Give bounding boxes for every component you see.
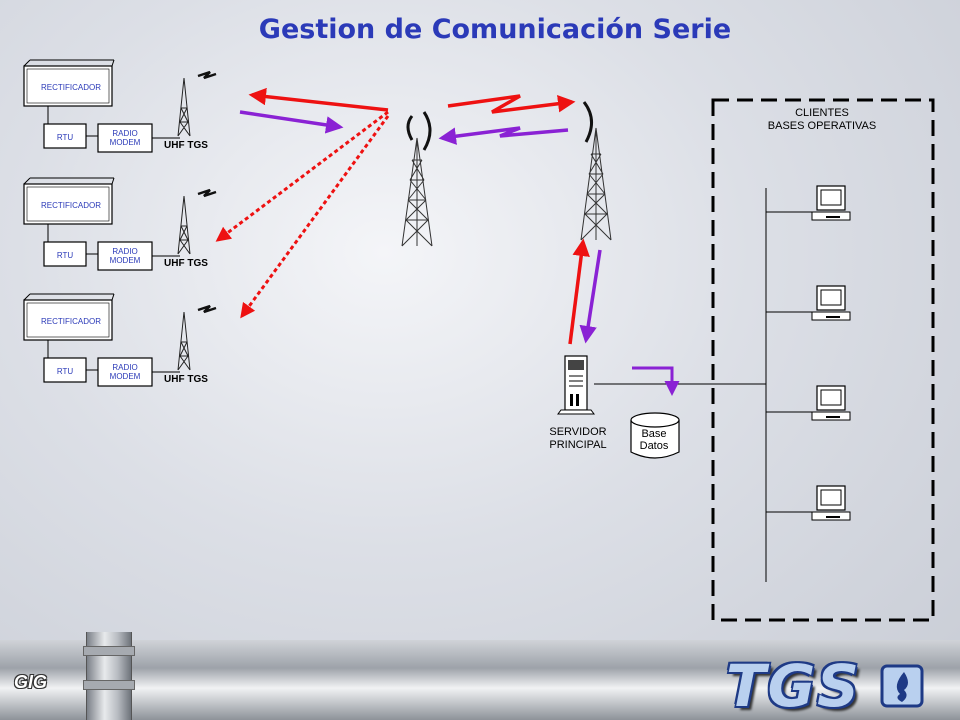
server-label-line2: PRINCIPAL: [549, 439, 606, 451]
server-icon: [557, 355, 595, 415]
database-label-line2: Datos: [640, 440, 669, 452]
rtu-box: [43, 123, 87, 149]
server-label-line1: SERVIDOR: [549, 426, 606, 438]
radio-modem-label-line1: RADIO: [112, 129, 137, 138]
relay-tower-right: [580, 101, 612, 241]
signal-lightning-icon: [197, 188, 217, 198]
right-dish-icon: [422, 111, 432, 151]
tgs-logo: TGS: [726, 652, 861, 720]
client-workstation-4: [766, 485, 851, 521]
client-workstation-2: [766, 285, 851, 321]
radio-modem-label-line2: MODEM: [110, 138, 141, 147]
rectificador-box: [23, 299, 113, 341]
antenna-label: UHF TGS: [164, 140, 208, 151]
radio-modem-box: [97, 123, 153, 153]
antenna-label: UHF TGS: [164, 374, 208, 385]
rectificador-box: [23, 183, 113, 225]
purple-lightning-link: [438, 126, 569, 145]
antenna-icon: [177, 195, 191, 255]
radio-modem-label-line1: RADIO: [112, 363, 137, 372]
relay-tower-left: [401, 111, 433, 247]
radio-modem-label-line1: RADIO: [112, 247, 137, 256]
purple-link-from-site-1: [239, 110, 344, 134]
clients-label-line2: BASES OPERATIVAS: [768, 120, 876, 132]
rectificador-box: [23, 65, 113, 107]
pipe-graphic: [83, 632, 135, 720]
red-link-server-up: [568, 238, 590, 345]
footer-bar: [0, 640, 960, 720]
rtu-box: [43, 357, 87, 383]
purple-link-to-database: [632, 366, 680, 396]
antenna-icon: [177, 77, 191, 137]
dotted-link-to-site-3: [240, 115, 390, 319]
rtu-label: RTU: [57, 367, 74, 376]
database-label-line1: Base: [641, 428, 666, 440]
database-icon: [630, 412, 680, 459]
page-title: Gestion de Comunicación Serie: [258, 14, 732, 45]
left-dish-icon: [406, 115, 414, 141]
rectificador-label: RECTIFICADOR: [41, 201, 101, 210]
clients-label-line1: CLIENTES: [795, 107, 849, 119]
signal-lightning-icon: [197, 70, 217, 80]
antenna-label: UHF TGS: [164, 258, 208, 269]
signal-lightning-icon: [197, 304, 217, 314]
dotted-link-to-site-2: [215, 110, 389, 242]
radio-modem-label-line2: MODEM: [110, 372, 141, 381]
red-link-to-site-1: [248, 87, 389, 112]
purple-link-server-down: [579, 249, 602, 344]
gig-logo: GIG: [14, 672, 48, 692]
client-workstation-3: [766, 385, 851, 421]
rectificador-label: RECTIFICADOR: [41, 83, 101, 92]
radio-modem-label-line2: MODEM: [110, 256, 141, 265]
rectificador-label: RECTIFICADOR: [41, 317, 101, 326]
rtu-label: RTU: [57, 251, 74, 260]
red-lightning-link: [447, 94, 576, 114]
antenna-icon: [177, 311, 191, 371]
rtu-label: RTU: [57, 133, 74, 142]
client-workstation-1: [766, 185, 851, 221]
dish-icon: [582, 101, 593, 143]
clients-boundary: [711, 98, 935, 622]
tgs-flame-icon: [880, 664, 924, 708]
